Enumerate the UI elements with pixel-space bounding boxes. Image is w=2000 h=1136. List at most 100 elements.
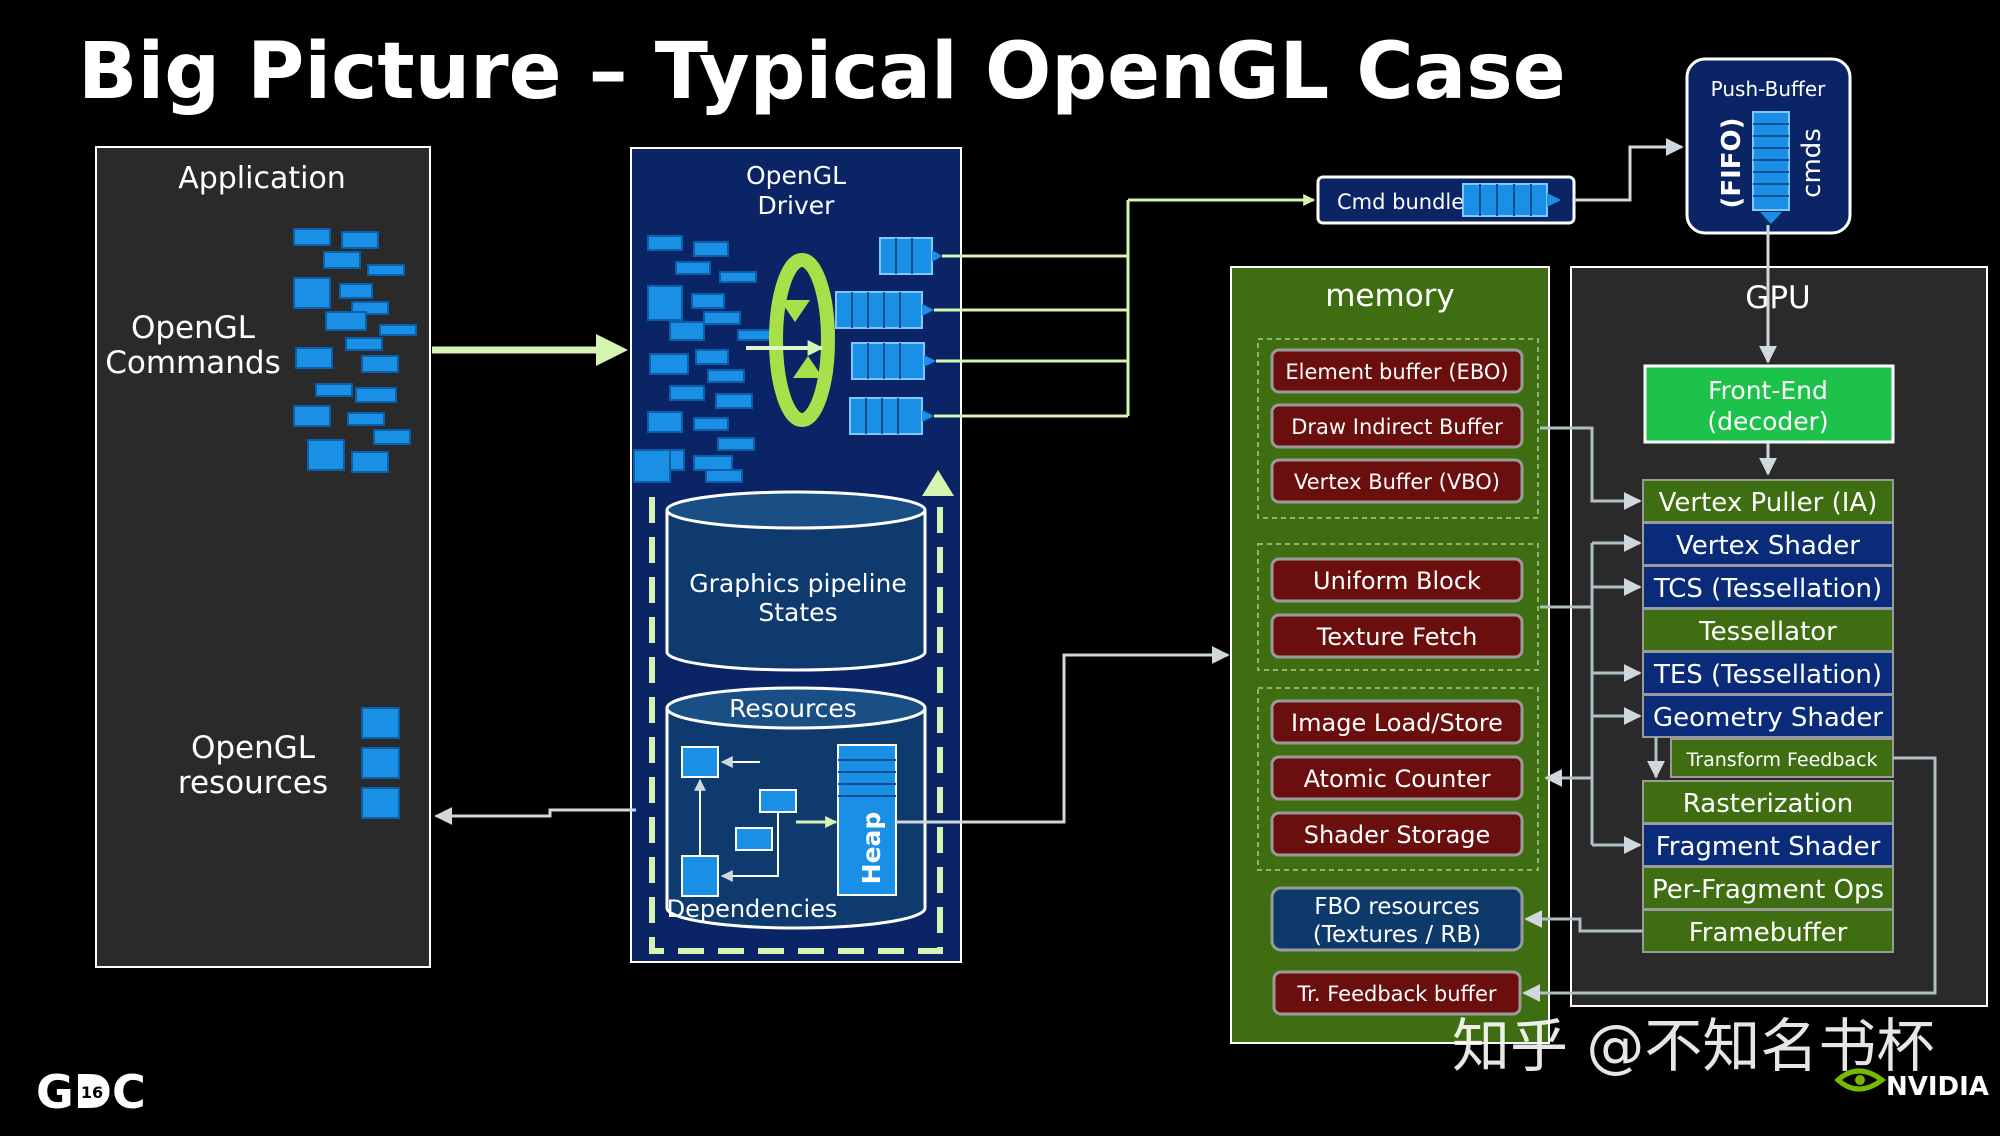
gpu-stage-geometry-shader: Geometry Shader [1642, 694, 1894, 738]
app-cmd-block-10 [295, 347, 333, 369]
watermark-text: 知乎 @不知名书杯 [1452, 1012, 1934, 1080]
dependencies-label: Dependencies [667, 895, 838, 923]
svg-text:Tessellator: Tessellator [1698, 617, 1837, 647]
driver-cmd-block-10 [649, 353, 689, 375]
heap-block [837, 744, 897, 896]
states-label-line2: States [758, 598, 837, 627]
graphics-pipeline-states-cylinder: Graphics pipeline States [665, 490, 927, 672]
push-buffer-label: Push-Buffer [1711, 77, 1826, 101]
app-cmd-block-15 [293, 405, 331, 427]
driver-cmd-block-16 [693, 417, 729, 431]
driver-cmd-block-2 [693, 241, 729, 257]
svg-text:(Textures / RB): (Textures / RB) [1313, 922, 1481, 948]
app-cmd-block-12 [361, 355, 399, 373]
svg-text:Fragment Shader: Fragment Shader [1656, 832, 1881, 862]
gpu-stage-framebuffer: Framebuffer [1642, 909, 1894, 953]
gdc-year-circle [78, 1077, 106, 1105]
nvidia-eye-icon [1834, 1068, 1887, 1092]
driver-cmd-block-20 [633, 449, 671, 483]
driver-bundle-icon-4 [849, 397, 934, 435]
gpu-stage-vertex-shader: Vertex Shader [1642, 522, 1894, 566]
gpu-stage-tcs: TCS (Tessellation) [1642, 565, 1894, 609]
front-end-decoder: Front-End (decoder) [1643, 364, 1895, 444]
driver-cmd-block-7 [703, 311, 741, 325]
gdc-year-text: 16 [81, 1083, 103, 1102]
driver-cmd-block-4 [719, 271, 757, 283]
app-cmd-block-3 [323, 251, 361, 269]
mem-fbo-resources: FBO resources (Textures / RB) [1270, 886, 1524, 952]
app-cmd-block-11 [345, 337, 383, 351]
opengl-resources-label-line2: resources [178, 765, 328, 801]
gpu-stage-transform-feedback: Transform Feedback [1670, 738, 1894, 778]
app-cmd-block-16 [347, 412, 385, 426]
app-cmd-block-1 [293, 228, 331, 246]
svg-text:Vertex Buffer (VBO): Vertex Buffer (VBO) [1294, 470, 1500, 494]
mem-tr-feedback-buffer: Tr. Feedback buffer [1272, 970, 1522, 1016]
svg-text:Framebuffer: Framebuffer [1689, 918, 1848, 948]
svg-text:Element buffer (EBO): Element buffer (EBO) [1285, 360, 1508, 384]
svg-text:Image Load/Store: Image Load/Store [1291, 709, 1503, 737]
svg-text:FBO resources: FBO resources [1314, 894, 1479, 920]
app-cmd-block-18 [307, 439, 345, 471]
opengl-commands-label-line1: OpenGL [131, 310, 256, 346]
svg-text:Front-End: Front-End [1708, 376, 1828, 405]
dep-node-3 [735, 827, 773, 851]
driver-cmd-block-8 [669, 321, 705, 341]
app-cmd-block-13 [315, 383, 353, 397]
gpu-stage-tes: TES (Tessellation) [1642, 651, 1894, 695]
resources-label: Resources [729, 694, 857, 723]
nvidia-logo-text: NVIDIA [1886, 1072, 1989, 1102]
mem-atomic-counter: Atomic Counter [1270, 755, 1524, 801]
resource-block-1 [361, 707, 400, 739]
mem-shader-storage: Shader Storage [1270, 811, 1524, 857]
mem-vertex-buffer: Vertex Buffer (VBO) [1270, 458, 1524, 504]
svg-text:Rasterization: Rasterization [1683, 789, 1853, 819]
gpu-stage-vertex-puller: Vertex Puller (IA) [1642, 479, 1894, 523]
svg-text:Per-Fragment Ops: Per-Fragment Ops [1652, 875, 1884, 905]
push-buffer-cmds: cmds [1797, 128, 1827, 198]
gpu-stage-tessellator: Tessellator [1642, 608, 1894, 652]
driver-cmd-block-11 [695, 349, 729, 365]
driver-bundle-icon-3 [851, 342, 936, 380]
mem-image-load-store: Image Load/Store [1270, 699, 1524, 745]
driver-command-blocks [633, 235, 775, 483]
app-cmd-block-17 [373, 429, 411, 445]
state-loop-arrowhead [922, 470, 954, 496]
dep-node-2 [759, 789, 797, 813]
resource-block-3 [361, 787, 400, 819]
app-cmd-block-14 [355, 387, 397, 403]
driver-cmd-block-12 [707, 369, 745, 383]
driver-cmd-block-6 [691, 293, 725, 309]
svg-text:(decoder): (decoder) [1707, 407, 1828, 436]
resource-block-2 [361, 747, 400, 779]
memory-group-2 [1257, 543, 1539, 671]
gpu-stage-fragment-shader: Fragment Shader [1642, 823, 1894, 867]
cmd-bundles-label: Cmd bundles [1337, 190, 1475, 214]
app-cmd-block-19 [351, 451, 389, 473]
dep-arrow-2 [720, 812, 779, 882]
mem-draw-indirect-buffer: Draw Indirect Buffer [1270, 403, 1524, 449]
dep-node-1 [681, 746, 719, 778]
cmd-bundles-icon [1462, 183, 1548, 217]
driver-bundle-icon-2 [835, 291, 934, 329]
slide-title: Big Picture – Typical OpenGL Case [78, 27, 1566, 117]
mem-texture-fetch: Texture Fetch [1270, 613, 1524, 659]
memory-panel: memory Element buffer (EBO) Draw Indirec… [1230, 266, 1550, 1044]
gpu-stage-rasterization: Rasterization [1642, 780, 1894, 824]
driver-cmd-block-21 [705, 469, 743, 483]
mem-uniform-block: Uniform Block [1270, 557, 1524, 603]
driver-cmd-block-14 [715, 393, 753, 409]
app-cmd-block-2 [341, 231, 379, 249]
svg-text:Tr. Feedback buffer: Tr. Feedback buffer [1296, 982, 1497, 1006]
resources-cylinder: Resources Heap Dependencies [665, 686, 927, 930]
svg-text:Uniform Block: Uniform Block [1313, 567, 1481, 595]
driver-bundle-icon-1 [879, 237, 942, 275]
driver-label-line2: Driver [758, 191, 836, 220]
svg-text:Vertex Puller (IA): Vertex Puller (IA) [1659, 488, 1878, 518]
driver-cmd-block-13 [669, 385, 705, 401]
svg-text:Shader Storage: Shader Storage [1304, 821, 1491, 849]
memory-gpu-connectors [1522, 426, 1937, 1002]
cmd-bundles-box: Cmd bundles [1316, 175, 1576, 225]
driver-cmd-block-3 [675, 261, 711, 275]
